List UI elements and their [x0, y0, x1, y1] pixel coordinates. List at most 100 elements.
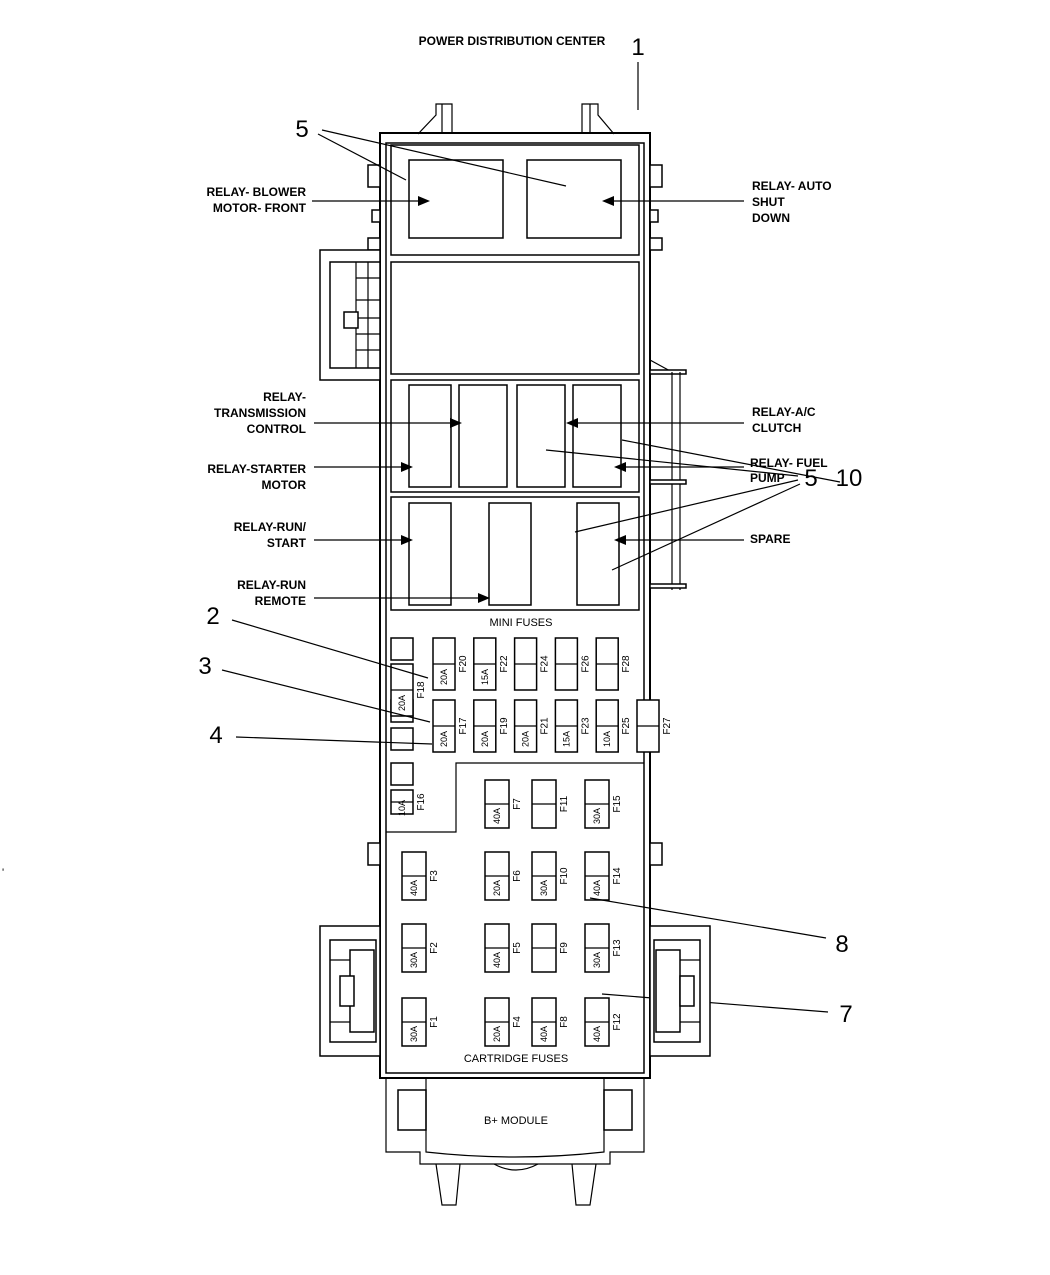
fuse-amp-label: 10A	[602, 731, 612, 747]
relay-label-auto-shut-down: RELAY- AUTO SHUT DOWN	[752, 179, 832, 225]
callout-1: 1	[631, 34, 644, 61]
callout-3-leader	[221, 669, 431, 723]
svg-text:RELAY-: RELAY-	[263, 390, 306, 404]
svg-text:CLUTCH: CLUTCH	[752, 421, 801, 435]
fuse-amp-label: 30A	[592, 808, 602, 824]
relay-auto-shut-down	[526, 159, 622, 239]
fuse-f16: 10A F16	[390, 789, 427, 816]
callout-5-right: 5	[804, 465, 817, 492]
fuse-f9: F9	[531, 923, 570, 973]
empty-compartment	[390, 261, 640, 375]
fuse-id-label: F1	[429, 1016, 440, 1028]
relay-label-run-remote: RELAY-RUN REMOTE	[237, 578, 306, 608]
fuse-amp-label: 40A	[592, 1026, 602, 1042]
fuse-id-label: F18	[416, 681, 427, 699]
fuse-f19: 20A F19	[473, 699, 510, 753]
fuse-id-label: F27	[662, 717, 673, 735]
callout-7-leader	[601, 993, 829, 1013]
fuse-amp-label: 20A	[492, 1026, 502, 1042]
fuse-id-label: F17	[458, 717, 469, 735]
fuse-id-label: F19	[499, 717, 510, 735]
svg-text:MOTOR- FRONT: MOTOR- FRONT	[213, 201, 307, 215]
fuse-id-label: F16	[416, 793, 427, 811]
fuse-amp-label: 15A	[561, 731, 571, 747]
callout-5-top: 5	[295, 116, 308, 143]
fuse-id-label: F3	[429, 870, 440, 882]
fuse-amp-label: 20A	[521, 731, 531, 747]
fuse-id-label: F15	[612, 795, 623, 813]
svg-text:RELAY-RUN: RELAY-RUN	[237, 578, 306, 592]
right-side-rails	[649, 359, 687, 590]
fuse-amp-label: 40A	[592, 880, 602, 896]
diagram-title: POWER DISTRIBUTION CENTER	[419, 34, 606, 48]
callout-5-top-leaders	[317, 129, 567, 187]
relay-starter-motor	[408, 384, 452, 488]
callout-10: 10	[836, 465, 863, 492]
fuse-amp-label: 40A	[492, 808, 502, 824]
left-connector	[319, 249, 381, 381]
relay-label-spare: SPARE	[750, 532, 790, 546]
svg-text:RELAY- FUEL: RELAY- FUEL	[750, 456, 828, 470]
svg-text:RELAY-STARTER: RELAY-STARTER	[207, 462, 306, 476]
svg-text:TRANSMISSION: TRANSMISSION	[214, 406, 306, 420]
relay-label-fuel-pump: RELAY- FUEL PUMP	[750, 456, 828, 485]
fuse-id-label: F25	[621, 717, 632, 735]
fuse-amp-label: 10A	[397, 800, 407, 816]
svg-text:RELAY-RUN/: RELAY-RUN/	[234, 520, 307, 534]
svg-text:SHUT: SHUT	[752, 195, 785, 209]
svg-text:MOTOR: MOTOR	[262, 478, 307, 492]
fuse-id-label: F14	[612, 867, 623, 885]
fuse-id-label: F10	[559, 867, 570, 885]
svg-text:RELAY-A/C: RELAY-A/C	[752, 405, 816, 419]
relay-label-starter: RELAY-STARTER MOTOR	[207, 462, 306, 492]
fuse-amp-label: 20A	[439, 669, 449, 685]
b-plus-module: B+ MODULE	[385, 1078, 645, 1206]
relay-ac-clutch	[572, 384, 622, 488]
callout-2: 2	[206, 603, 219, 630]
fuse-amp-label: 20A	[480, 731, 490, 747]
fuse-f1: 30A F1	[401, 997, 440, 1047]
pdc-housing-outer	[379, 132, 651, 1079]
mini-fuse-socket	[390, 637, 414, 661]
fuse-amp-label: 40A	[539, 1026, 549, 1042]
fuse-amp-label: 15A	[480, 669, 490, 685]
fuse-f11: F11	[531, 779, 570, 829]
fuse-id-label: F28	[621, 655, 632, 673]
svg-text:REMOTE: REMOTE	[255, 594, 306, 608]
fuse-id-label: F8	[559, 1016, 570, 1028]
relay-label-run-start: RELAY-RUN/ START	[234, 520, 307, 550]
svg-text:CONTROL: CONTROL	[247, 422, 306, 436]
relay-arrows	[312, 196, 744, 603]
side-tabs	[367, 164, 663, 866]
margin-tick: '	[2, 867, 4, 879]
bottom-right-connector	[649, 925, 711, 1057]
mini-fuses-label: MINI FUSES	[490, 617, 553, 629]
relay-spare	[576, 502, 620, 606]
callout-7: 7	[839, 1001, 852, 1028]
cartridge-fuses-label: CARTRIDGE FUSES	[464, 1053, 568, 1065]
fuse-amp-label: 20A	[397, 695, 407, 711]
fuse-id-label: F23	[580, 717, 591, 735]
fuse-amp-label: 30A	[592, 952, 602, 968]
relay-label-blower: RELAY- BLOWER MOTOR- FRONT	[206, 185, 306, 215]
callout-10-leader	[621, 439, 841, 483]
callout-8: 8	[835, 931, 848, 958]
svg-text:START: START	[267, 536, 307, 550]
fuse-amp-label: 30A	[409, 1026, 419, 1042]
fuse-amp-label: 20A	[492, 880, 502, 896]
fuse-id-label: F20	[458, 655, 469, 673]
fuse-f20: 20A F20	[432, 637, 469, 691]
svg-text:RELAY- BLOWER: RELAY- BLOWER	[206, 185, 306, 199]
svg-text:RELAY- AUTO: RELAY- AUTO	[752, 179, 832, 193]
fuse-id-label: F9	[559, 942, 570, 954]
